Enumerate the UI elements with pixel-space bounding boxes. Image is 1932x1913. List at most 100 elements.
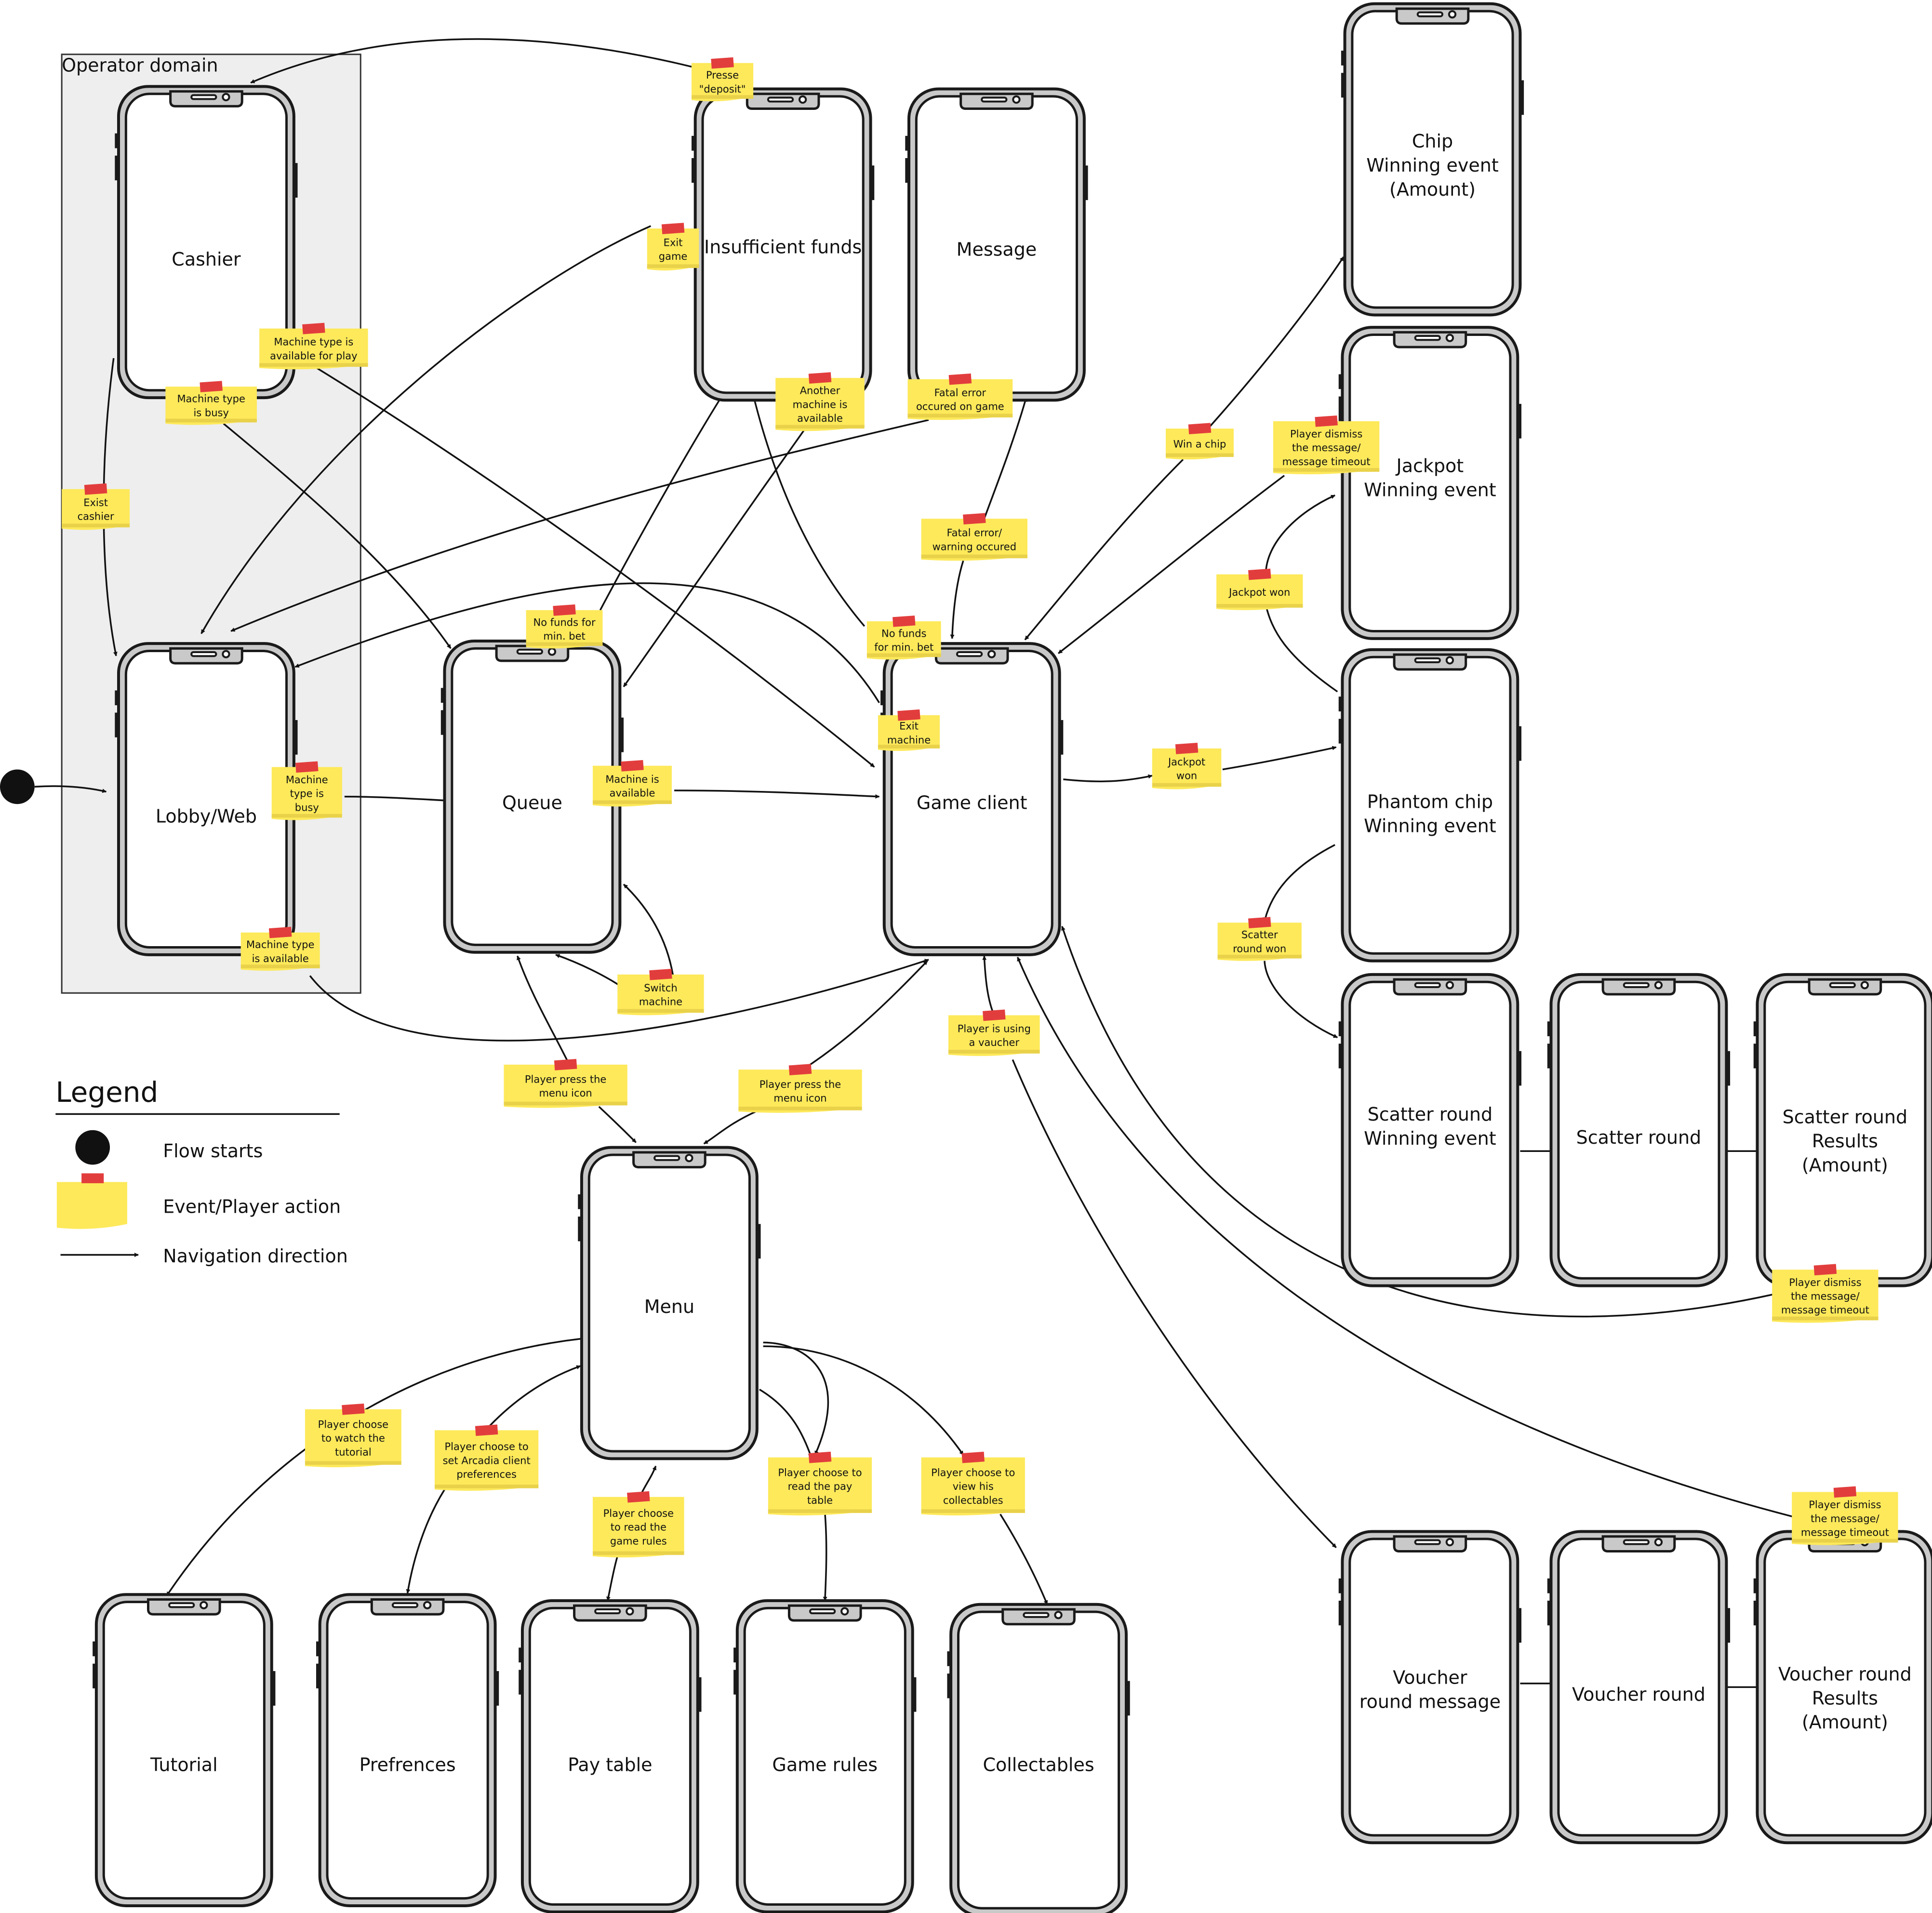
edge-lobby-to-game <box>309 959 929 1042</box>
side-button-icon <box>1753 1601 1758 1626</box>
side-button-icon <box>1726 1051 1731 1086</box>
screen-label: Menu <box>644 1296 694 1317</box>
screen-label: Tutorial <box>150 1754 218 1776</box>
note-paper <box>907 379 1013 420</box>
side-button-icon <box>1753 1578 1758 1593</box>
tape-icon <box>295 761 319 773</box>
side-button-icon <box>880 690 884 706</box>
speaker-icon <box>1623 1539 1650 1545</box>
camera-icon <box>1445 1538 1454 1547</box>
screen-scatter_round[interactable]: Scatter round <box>1547 973 1731 1287</box>
note-text: Exit <box>899 721 919 732</box>
tape-icon <box>983 1009 1006 1021</box>
note-text: Scatter <box>1241 929 1278 941</box>
screen-label: Phantom chip <box>1367 791 1493 813</box>
note-shadow <box>1217 954 1302 959</box>
edge-jackpot-to-phantom <box>1222 746 1337 771</box>
note-text: Another <box>800 385 840 397</box>
note-text: Machine type <box>246 939 315 950</box>
side-button-icon <box>1753 1043 1758 1069</box>
speaker-icon <box>956 651 983 657</box>
side-button-icon <box>293 720 298 755</box>
note-shadow <box>921 1509 1025 1513</box>
screen-label: Message <box>957 239 1037 260</box>
screen-message[interactable]: Message <box>905 87 1088 402</box>
note-paper <box>165 387 257 425</box>
note-shadow <box>1772 1316 1879 1321</box>
edge-collect-to-screen <box>999 1513 1048 1605</box>
side-button-icon <box>1084 165 1088 201</box>
speaker-icon <box>1414 982 1441 988</box>
side-button-icon <box>115 133 119 148</box>
note-text: Machine type <box>177 393 245 405</box>
tape-icon <box>661 223 685 234</box>
edge-tutorial-note-menu <box>488 1365 581 1427</box>
tape-icon <box>84 483 107 495</box>
screen-preferences[interactable]: Prefrences <box>316 1593 499 1907</box>
edge-phantom-to-scatter <box>1263 844 1335 922</box>
note-text: the message/ <box>1791 1291 1860 1302</box>
side-button-icon <box>1341 73 1345 98</box>
screen-gamerules[interactable]: Game rules <box>733 1599 917 1913</box>
edge-phantom-to-jackpot <box>1265 604 1338 693</box>
speaker-icon <box>767 96 794 103</box>
side-button-icon <box>1338 1043 1343 1069</box>
screen-cashier[interactable]: Cashier <box>115 85 298 400</box>
screen-paytable[interactable]: Pay table <box>519 1599 702 1913</box>
note-shadow <box>921 554 1027 559</box>
note-text: Player choose to <box>931 1467 1015 1478</box>
note-shadow <box>259 363 368 367</box>
camera-icon <box>626 1607 634 1616</box>
note-text: machine <box>639 996 682 1008</box>
screen-game[interactable]: Game client <box>880 642 1064 956</box>
screen-label: Prefrences <box>360 1754 456 1776</box>
screen-queue[interactable]: Queue <box>440 639 624 954</box>
tape-icon <box>808 372 832 384</box>
note-text: preferences <box>456 1469 517 1480</box>
side-button-icon <box>115 155 119 181</box>
note-shadow <box>692 95 754 99</box>
note-text: to watch the <box>321 1432 385 1444</box>
note-text: Machine is <box>605 774 659 785</box>
screen-collectables[interactable]: Collectables <box>947 1603 1130 1913</box>
note-text: to read the <box>611 1522 666 1533</box>
screen-insufficient[interactable]: Insufficient funds <box>692 87 875 402</box>
note-shadow <box>866 653 941 657</box>
side-button-icon <box>1338 1578 1343 1593</box>
screen-menu[interactable]: Menu <box>578 1146 761 1460</box>
side-button-icon <box>905 135 909 151</box>
screen-label: Winning event <box>1364 480 1496 501</box>
side-button-icon <box>1338 396 1343 421</box>
side-button-icon <box>271 1671 276 1706</box>
note-paper <box>1273 421 1380 474</box>
edge-voucher-results-to-game <box>1016 957 1794 1518</box>
side-button-icon <box>1126 1681 1130 1716</box>
tape-icon <box>475 1424 498 1436</box>
edge-game-to-phantom <box>1063 774 1153 782</box>
note-text: is available <box>252 953 309 964</box>
screen-voucher_round[interactable]: Voucher round <box>1547 1530 1731 1845</box>
tape-icon <box>81 1173 104 1183</box>
screen-tutorial[interactable]: Tutorial <box>93 1593 276 1907</box>
sticky-note-n_fatal_warning: Fatal error/warning occured <box>921 513 1027 561</box>
edge-switch-to-queue-2 <box>623 883 674 976</box>
tape-icon <box>627 1491 650 1503</box>
tape-icon <box>897 709 920 721</box>
note-text: machine <box>887 734 931 746</box>
edge-switch-to-queue <box>555 954 625 989</box>
note-text: menu icon <box>539 1087 592 1099</box>
screen-lobby[interactable]: Lobby/Web <box>115 642 298 956</box>
